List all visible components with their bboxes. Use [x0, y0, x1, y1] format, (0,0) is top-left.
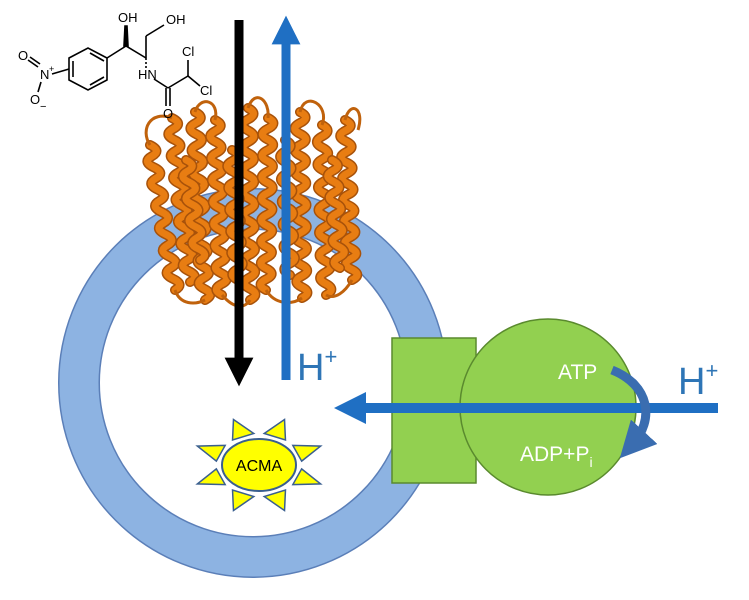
- protein-loop: [298, 99, 326, 126]
- acma-core: [221, 438, 297, 492]
- acma-ray: [291, 467, 323, 486]
- helix: [239, 104, 259, 304]
- protein-loop: [325, 279, 354, 298]
- acma-sun: ACMA: [195, 418, 323, 512]
- adp-label: ADP+Pi: [520, 443, 593, 470]
- atom-cl-upper: Cl: [182, 44, 194, 59]
- transporter-protein: [142, 96, 363, 308]
- acma-ray: [231, 418, 256, 442]
- atom-amide-o: O: [163, 106, 173, 121]
- benzene-ring: [68, 47, 108, 91]
- acma-ray: [262, 488, 287, 512]
- atom-nitro-n: N: [40, 67, 49, 82]
- acma-ray: [262, 418, 287, 442]
- proton-left-label: H+: [297, 344, 337, 389]
- protein-loop: [144, 114, 173, 146]
- helix: [336, 116, 361, 284]
- acma-ray: [231, 488, 256, 512]
- protein-loop: [343, 107, 362, 131]
- proton-right-label: H+: [678, 358, 718, 403]
- protein-loop: [173, 289, 206, 305]
- helix: [164, 114, 199, 286]
- helix: [324, 156, 348, 272]
- helix: [143, 141, 184, 294]
- atom-cl-lower: Cl: [200, 83, 212, 98]
- acma-label: ACMA: [236, 458, 283, 475]
- atp-hydrolysis-arrow: [610, 365, 658, 459]
- acma-ray: [195, 444, 227, 463]
- atom-nitro-o-upper: O: [18, 48, 28, 63]
- acma-ray: [195, 467, 227, 486]
- atom-amide-nh: HN: [138, 67, 157, 82]
- atom-nitro-n-charge: +: [49, 64, 54, 74]
- protein-loop: [246, 96, 270, 119]
- protein-loop: [193, 100, 218, 121]
- atom-nitro-o-lower: O: [30, 92, 40, 107]
- acma-ray: [291, 444, 323, 463]
- atp-label: ATP: [558, 361, 597, 384]
- chloramphenicol-atoms: OH OH N + O O − HN O Cl Cl: [18, 10, 212, 121]
- atom-oh-right: OH: [166, 12, 186, 27]
- vesicle-ring: [59, 189, 447, 577]
- helix: [186, 108, 214, 304]
- helix: [206, 116, 231, 299]
- atom-oh-left: OH: [118, 10, 138, 25]
- helix: [179, 156, 209, 264]
- chloramphenicol-structure: [27, 24, 201, 106]
- helix: [291, 108, 311, 302]
- atom-nitro-o-charge: −: [40, 101, 46, 113]
- acma-rays: [195, 418, 323, 512]
- helix: [257, 114, 277, 294]
